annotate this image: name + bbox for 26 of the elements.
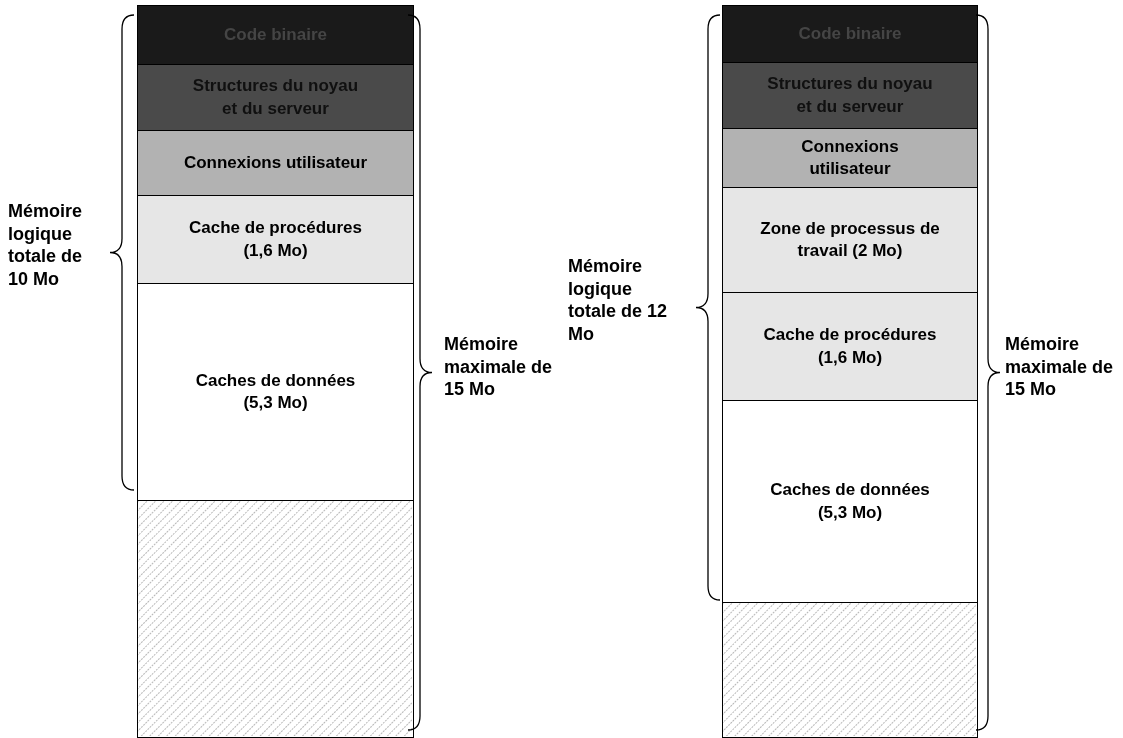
segment-label: Structures du noyau et du serveur: [191, 75, 360, 120]
segment-label: Zone de processus de travail (2 Mo): [759, 217, 941, 262]
segment-label: Caches de données (5,3 Mo): [769, 479, 931, 524]
hatched-area: [722, 602, 978, 738]
memory-segment: [722, 5, 978, 63]
memory-segment: [722, 400, 978, 603]
brace-label: Mémoire maximale de 15 Mo: [444, 333, 554, 401]
segment-label: Structures du noyau et du serveur: [766, 73, 934, 118]
memory-segment: [137, 283, 414, 501]
memory-segment: [137, 195, 414, 284]
brace-label: Mémoire logique totale de 10 Mo: [8, 200, 84, 290]
memory-segment: [137, 64, 414, 131]
brace-label: Mémoire maximale de 15 Mo: [1005, 333, 1115, 401]
memory-segment: [722, 187, 978, 293]
segment-label: Connexions utilisateur: [800, 135, 900, 180]
brace-label: Mémoire logique totale de 12 Mo: [568, 255, 668, 345]
segment-label: Cache de procédures (1,6 Mo): [188, 217, 363, 262]
segment-label: Cache de procédures (1,6 Mo): [762, 324, 938, 369]
memory-segment: [722, 292, 978, 401]
memory-segment: [137, 5, 414, 65]
segment-label: Caches de données (5,3 Mo): [194, 369, 357, 414]
segment-label: Connexions utilisateur: [183, 151, 368, 174]
memory-segment: [722, 62, 978, 129]
memory-segment: [722, 128, 978, 188]
memory-segment: [137, 130, 414, 196]
hatched-area: [137, 500, 414, 738]
